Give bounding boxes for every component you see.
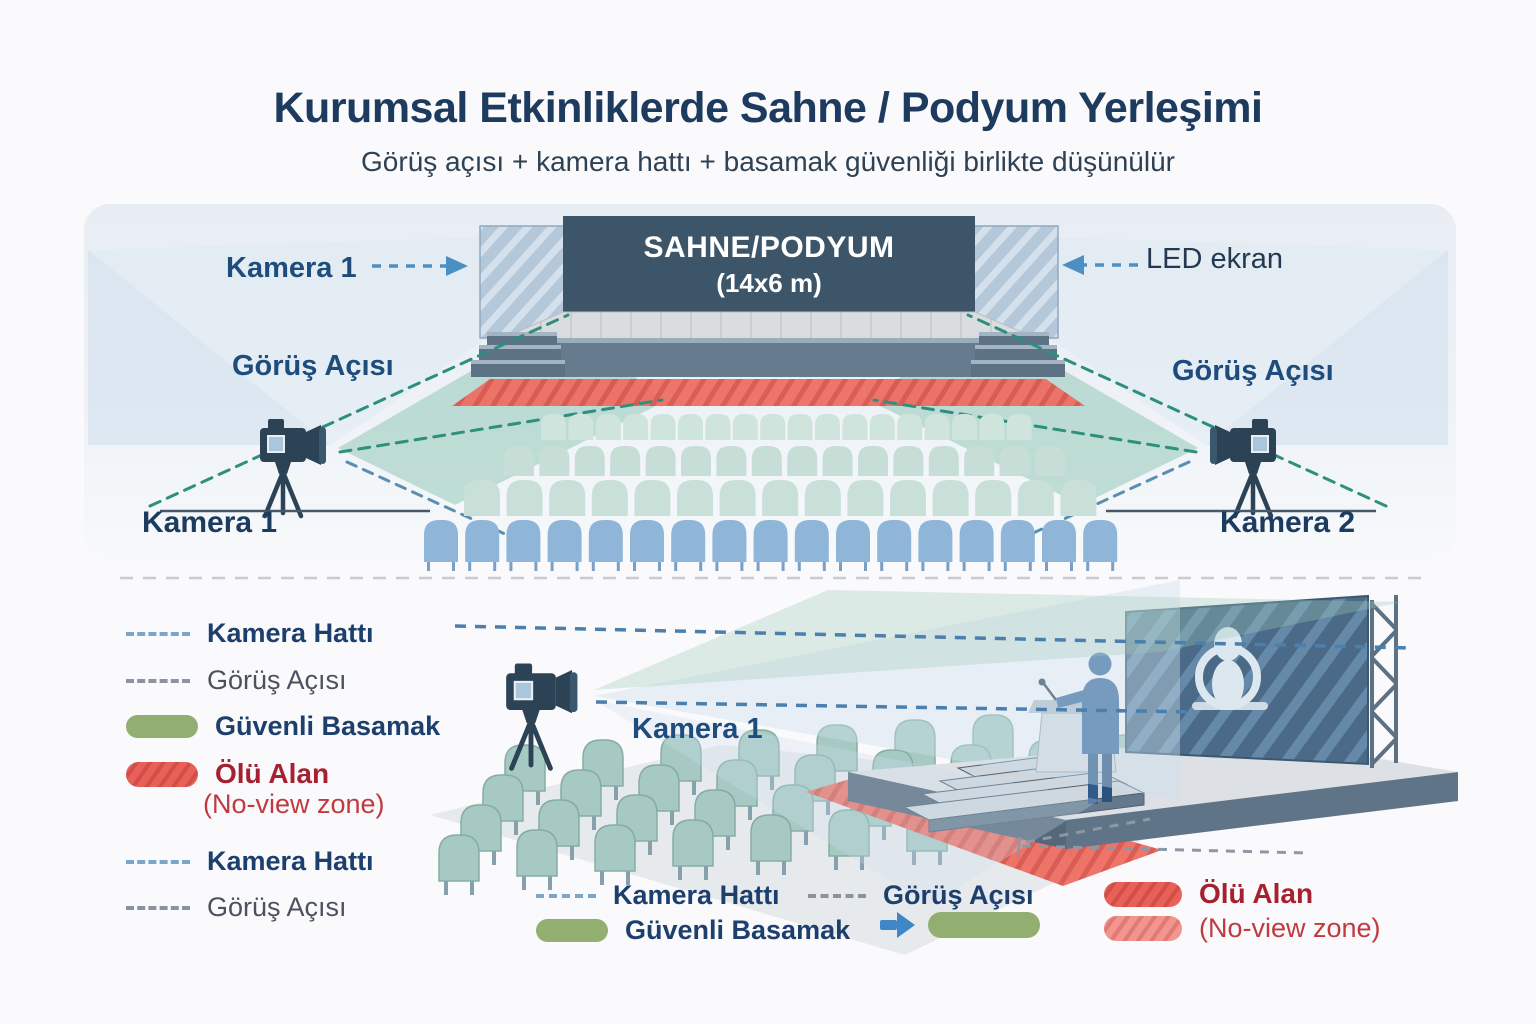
audience-top-view [424,414,1118,571]
legend-label: (No-view zone) [1199,913,1381,943]
dashed-line-swatch [126,905,190,910]
legend-label: Görüş Açısı [883,880,1034,910]
red-light-swatch [1104,916,1182,941]
bottom-legend-view-angle: Görüş Açısı [808,880,1034,911]
bottom-camera-lines [454,624,1413,856]
bottom-legend-camera-line: Kamera Hattı [536,880,780,911]
dashed-line-swatch [536,893,596,898]
view-angle-left-label: Görüş Açısı [232,350,394,382]
legend-label: Kamera Hattı [207,618,374,648]
led-screen-label: LED ekran [1146,243,1284,275]
stage-top-view [452,216,1085,406]
stage-steps-left [471,332,565,377]
platform-front [1066,772,1458,849]
bottom-legend-arrow-green [880,912,1040,938]
camera1-bottom-label: Kamera 1 [632,713,763,745]
legend-label: Güvenli Basamak [625,915,851,945]
legend-label: Ölü Alan [1199,878,1314,909]
dead-zone-strip [452,379,1085,406]
led-wall-silhouette-icon [1192,627,1268,710]
bottom-legend-dead-zone: Ölü Alan [1104,878,1313,910]
green-swatch [928,912,1040,938]
dashed-line-swatch [126,631,190,636]
red-swatch [126,761,198,787]
page-subtitle: Görüş açısı + kamera hattı + basamak güv… [361,146,1175,177]
red-swatch [1104,881,1182,907]
camera-1-top [160,419,430,516]
arrow-right-icon [446,256,468,276]
camera-2-top [1106,419,1376,516]
legend-item-safe-step: Güvenli Basamak [126,711,440,742]
camera-1-bottom [506,664,577,769]
stage-steps-right [971,332,1065,377]
arrow-right-icon [880,912,915,938]
legend-label: Görüş Açısı [207,892,347,922]
legend-label: Ölü Alan [215,758,330,789]
legend-label: Kamera Hattı [613,880,780,910]
stage-side-view [806,594,1458,886]
stage-label-block: SAHNE/PODYUM (14x6 m) [563,229,975,299]
dashed-line-swatch [126,859,190,864]
legend-item-view-angle: Görüş Açısı [126,665,347,696]
led-wall [1125,594,1369,766]
legend-label: Kamera Hattı [207,846,374,876]
legend-item-camera-line-2: Kamera Hattı [126,846,374,877]
stage-size-label: (14x6 m) [716,267,822,298]
legend-sublabel-no-view: (No-view zone) [203,789,385,819]
speaker-figure [1056,652,1119,804]
audience-side-view [438,704,1170,895]
bottom-legend-no-view: (No-view zone) [1104,913,1381,944]
dashed-line-swatch [808,893,866,898]
camera2-name-label: Kamera 2 [1220,506,1356,539]
camera1-name-label: Kamera 1 [142,506,278,539]
green-swatch [536,919,608,942]
microphone-icon [1038,678,1046,686]
arrow-left-icon [1062,255,1084,275]
view-angle-right-label: Görüş Açısı [1172,355,1334,387]
legend-item-view-angle-2: Görüş Açısı [126,892,347,923]
stage-floor [495,311,1043,342]
stage-label: SAHNE/PODYUM [643,231,895,264]
legend-item-dead-zone: Ölü Alan [126,758,329,790]
camera1-pointer-label: Kamera 1 [226,252,357,284]
screen-truss [1370,595,1398,768]
legend-label: Görüş Açısı [207,665,347,695]
green-swatch [126,715,198,738]
dashed-line-swatch [126,678,190,683]
bottom-legend-safe-step: Güvenli Basamak [536,915,850,946]
stage-front-face [518,343,1024,377]
legend-label: Güvenli Basamak [215,711,441,741]
page-title: Kurumsal Etkinliklerde Sahne / Podyum Ye… [273,84,1263,132]
pointer-arrows [372,255,1138,276]
stage-backdrop [563,216,975,312]
legend-item-camera-line: Kamera Hattı [126,618,374,649]
